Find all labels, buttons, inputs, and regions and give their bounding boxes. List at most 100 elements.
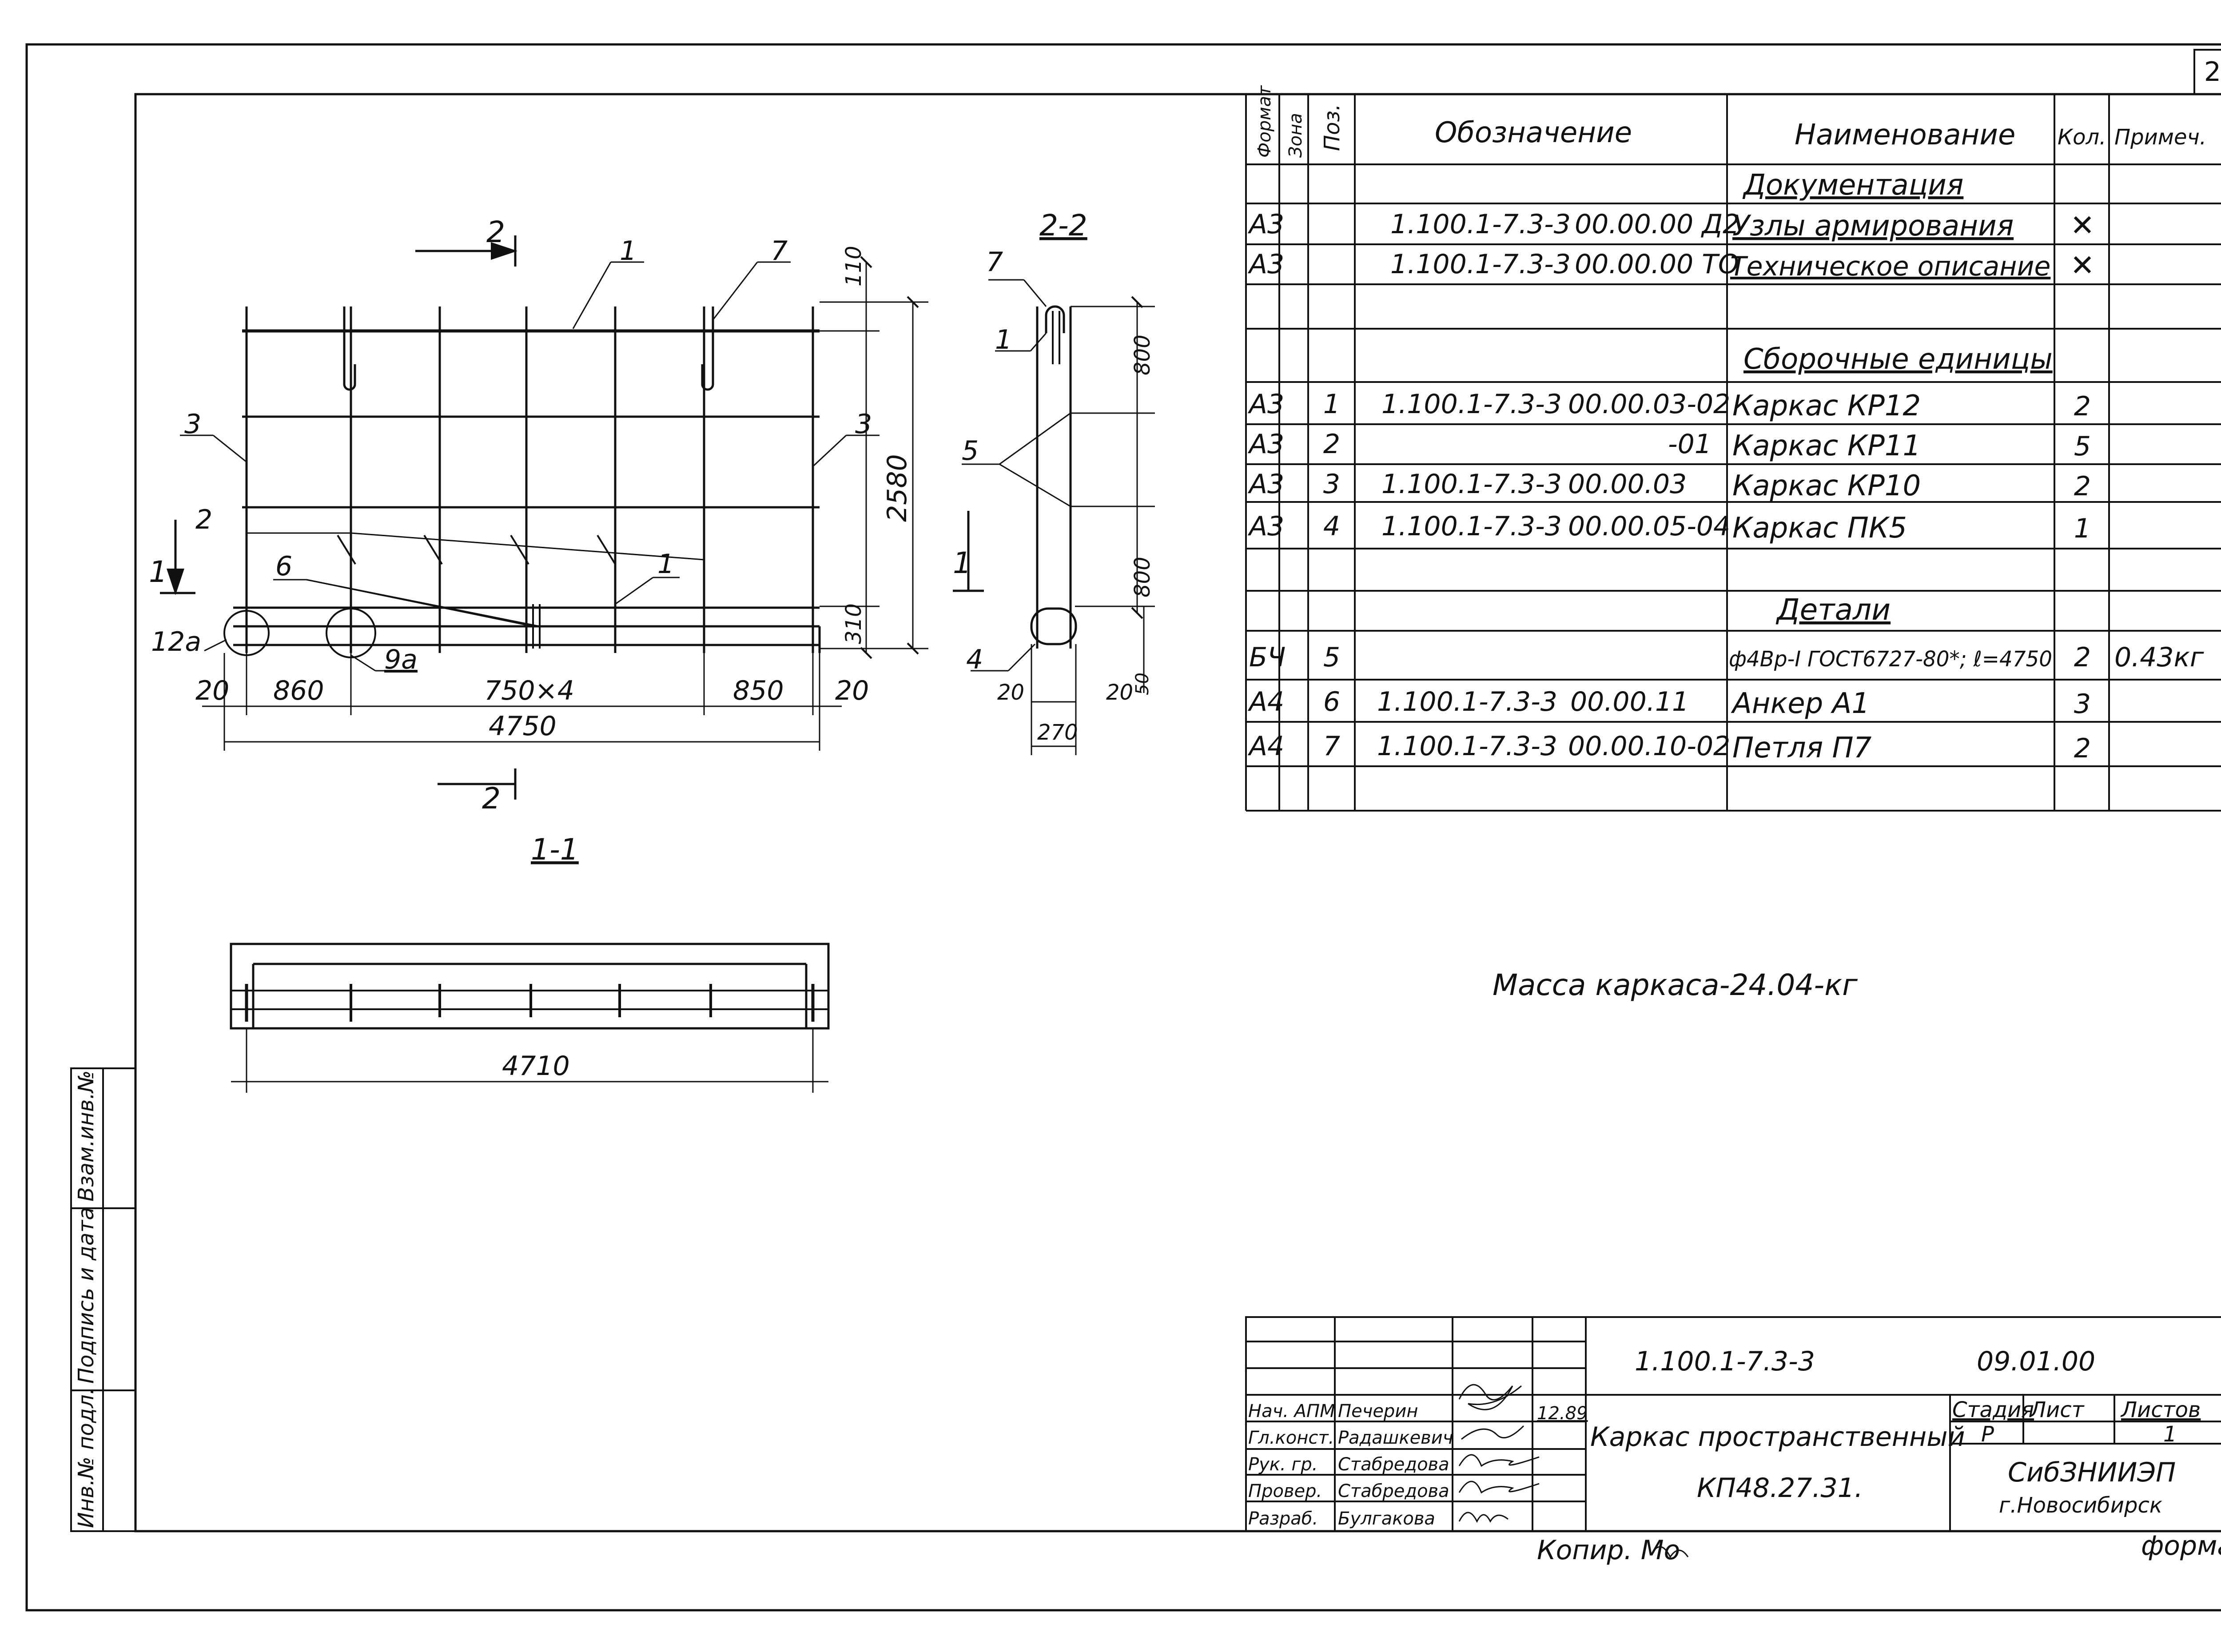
- row-des1: 1.100.1-7.3-3: [1381, 389, 1562, 420]
- section-22-dim-270: 270: [1037, 720, 1078, 745]
- row-pos: 2: [1323, 429, 1340, 460]
- section-11-drawing: [230, 943, 830, 1030]
- dim-750x4: 750×4: [484, 675, 574, 706]
- dim-2580: 2580: [882, 454, 913, 522]
- main-pos-3-right: 3: [855, 409, 872, 440]
- tb-role-3: Рук. гр.: [1248, 1454, 1318, 1475]
- row-qty: 2: [2074, 471, 2091, 502]
- row-des1: 1.100.1-7.3-3: [1377, 731, 1557, 762]
- tb-role-4: Провер.: [1248, 1481, 1322, 1501]
- header-zone: Зона: [1286, 113, 1306, 158]
- tb-role-5: Разраб.: [1248, 1509, 1318, 1529]
- section-mark-2-top: 2: [486, 215, 505, 249]
- spec-row-12: БЧ 5 ф4Вр-I ГОСТ6727-80*; ℓ=4750 2 0.43к…: [1249, 642, 2204, 673]
- row-name: Детали: [1775, 593, 1891, 627]
- spec-row-9: А3 4 1.100.1-7.3-3 00.00.05-04 Каркас ПК…: [1247, 511, 2091, 545]
- row-name: Сборочные единицы: [1743, 343, 2053, 376]
- section-22-pos-1: 1: [995, 324, 1012, 355]
- row-qty: ✕: [2070, 248, 2094, 283]
- main-dimensions: [202, 256, 928, 751]
- side-stamp-inv: Инв.№ подл.: [74, 1388, 99, 1528]
- row-pos: 6: [1323, 686, 1340, 717]
- row-format: А3: [1247, 469, 1284, 500]
- dim-860: 860: [273, 675, 324, 706]
- dim-310: 310: [841, 603, 866, 644]
- row-qty: 1: [2074, 513, 2091, 544]
- row-name: Каркас КР11: [1732, 430, 1921, 462]
- row-des1: 1.100.1-7.3-3: [1381, 511, 1562, 542]
- title-block: [1245, 1316, 2221, 1532]
- section-22-pos-4: 4: [966, 644, 983, 675]
- side-stamp-sign: Подпись и дата: [74, 1207, 99, 1384]
- mass-note: Масса каркаса-24.04-кг: [1493, 968, 1858, 1002]
- side-stamp: [70, 1067, 136, 1532]
- main-callout-9a: 9а: [384, 644, 418, 675]
- row-name: Документация: [1742, 169, 1963, 202]
- row-format: БЧ: [1249, 642, 1286, 673]
- tb-code: 1.100.1-7.3-3: [1635, 1346, 1815, 1377]
- section-mark-1-left: 1: [149, 555, 167, 589]
- row-pos: 1: [1323, 389, 1340, 420]
- tb-org-1: СибЗНИИЭП: [2008, 1457, 2176, 1488]
- dim-850: 850: [733, 675, 784, 706]
- row-format: А3: [1247, 209, 1284, 240]
- row-name: Анкер А1: [1731, 687, 1870, 720]
- row-des2: 00.00.03: [1568, 469, 1687, 500]
- main-pos-3-left: 3: [184, 409, 201, 440]
- section-11-dim-4710: 4710: [502, 1051, 570, 1082]
- row-format: А4: [1247, 731, 1284, 762]
- header-pos: Поз.: [1320, 104, 1345, 151]
- row-des2: 00.00.10-02: [1568, 731, 1730, 762]
- row-note: 0.43кг: [2114, 642, 2204, 673]
- main-pos-7-top: 7: [771, 235, 788, 267]
- outer-border: [25, 43, 2221, 1612]
- tb-role-2: Гл.конст.: [1248, 1428, 1334, 1448]
- spec-row-11: Детали: [1775, 593, 1891, 627]
- row-pos: 4: [1323, 511, 1340, 542]
- row-des2: 00.00.11: [1570, 686, 1689, 717]
- spec-row-2: А3 1.100.1-7.3-3 00.00.00 Д2 Узлы армиро…: [1247, 208, 2095, 243]
- tb-sheets: 1: [2163, 1422, 2177, 1447]
- row-name: Техническое описание: [1730, 251, 2050, 282]
- row-name: Каркас КР12: [1732, 390, 1921, 422]
- spec-row-13: А4 6 1.100.1-7.3-3 00.00.11 Анкер А1 3: [1247, 686, 2091, 720]
- tb-name-1: Печерин: [1338, 1401, 1418, 1421]
- row-qty: 5: [2074, 431, 2091, 462]
- row-pos: 5: [1323, 642, 1340, 673]
- row-des1: 1.100.1-7.3-3: [1390, 249, 1571, 280]
- header-note: Примеч.: [2114, 125, 2206, 150]
- spec-row-6: А3 1 1.100.1-7.3-3 00.00.03-02 Каркас КР…: [1247, 389, 2091, 422]
- row-qty: 2: [2074, 391, 2091, 422]
- row-format: А3: [1247, 429, 1284, 460]
- section-22-dim-20-right: 20: [1106, 680, 1133, 705]
- main-frame-drawing: [223, 307, 821, 658]
- tb-stage-header: Стадия: [1952, 1397, 2034, 1422]
- row-pos: 3: [1323, 469, 1340, 500]
- section-22-pos-5: 5: [962, 435, 979, 466]
- row-qty: ✕: [2070, 208, 2094, 243]
- row-des2: 00.00.00 Д2: [1575, 209, 1739, 240]
- spec-row-7: А3 2 -01 Каркас КР11 5: [1247, 429, 2091, 462]
- dim-20-left: 20: [195, 675, 229, 706]
- spec-table: [1245, 94, 2221, 812]
- main-pos-1-top: 1: [620, 235, 637, 267]
- tb-date-code: 09.01.00: [1977, 1346, 2095, 1377]
- section-marks: [160, 235, 984, 800]
- copy-signature: [1652, 1546, 1689, 1558]
- tb-title-2: КП48.27.31.: [1697, 1473, 1863, 1504]
- tb-role-1: Нач. АПМ: [1248, 1401, 1335, 1421]
- row-format: А3: [1247, 389, 1284, 420]
- row-qty: 2: [2074, 642, 2091, 673]
- tb-date: 12.89: [1537, 1403, 1588, 1424]
- row-des2: 00.00.05-04: [1568, 511, 1730, 542]
- tb-name-4: Стабредова: [1338, 1481, 1449, 1501]
- main-pos-2: 2: [195, 504, 212, 535]
- section-22-title: 2-2: [1039, 208, 1087, 243]
- main-leaders: [180, 261, 880, 672]
- main-callout-12a: 12а: [151, 626, 201, 657]
- spec-row-3: А3 1.100.1-7.3-3 00.00.00 ТО Техническое…: [1247, 248, 2095, 283]
- tb-stage: Р: [1981, 1422, 1994, 1447]
- header-name: Наименование: [1795, 119, 2015, 151]
- main-pos-6: 6: [275, 551, 292, 582]
